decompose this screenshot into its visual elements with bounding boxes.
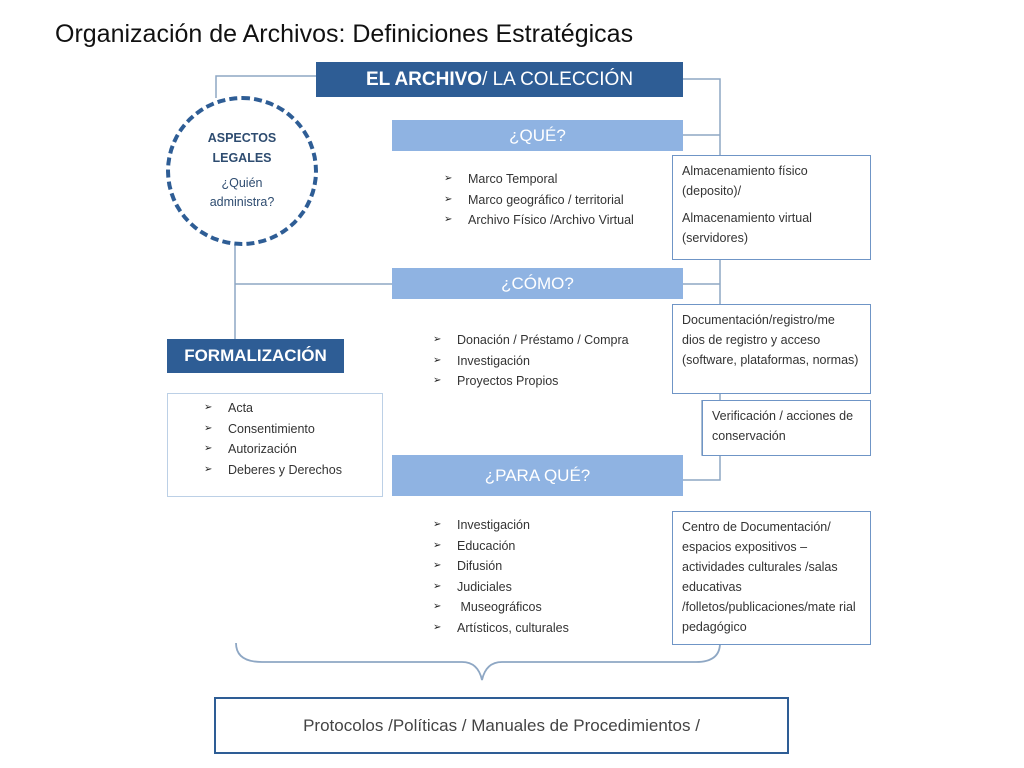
list-item: ➢Deberes y Derechos	[204, 460, 382, 481]
slide-title: Organización de Archivos: Definiciones E…	[55, 20, 634, 48]
formalizacion-title: FORMALIZACIÓN	[184, 346, 327, 365]
documentation-box: Documentación/registro/me dios de regist…	[672, 304, 871, 394]
list-item: ➢Acta	[204, 398, 382, 419]
arrow-bullet-icon: ➢	[433, 334, 442, 345]
procedures-box: Protocolos /Políticas / Manuales de Proc…	[214, 697, 789, 754]
que-bar: ¿QUÉ?	[392, 120, 683, 151]
como-list: ➢Donación / Préstamo / Compra ➢Investiga…	[433, 330, 663, 392]
arrow-bullet-icon: ➢	[433, 580, 442, 592]
list-item: ➢Educación	[433, 536, 663, 557]
para-que-title: ¿PARA QUÉ?	[484, 465, 591, 485]
arrow-bullet-icon: ➢	[204, 402, 213, 413]
storage-physical: Almacenamiento físico (deposito)/	[682, 164, 808, 198]
arrow-bullet-icon: ➢	[444, 173, 453, 184]
arrow-bullet-icon: ➢	[444, 214, 453, 225]
list-item: ➢Judiciales	[433, 577, 663, 598]
list-item: ➢Difusión	[433, 556, 663, 577]
list-item: ➢ Museográficos	[433, 597, 663, 618]
list-item: ➢Investigación	[433, 515, 663, 536]
verification-text: Verificación / acciones de conservación	[712, 409, 854, 443]
para-que-bar: ¿PARA QUÉ?	[392, 455, 683, 496]
formalizacion-list: ➢Acta ➢Consentimiento ➢Autorización ➢Deb…	[204, 398, 382, 480]
list-item: ➢Consentimiento	[204, 419, 382, 440]
storage-virtual: Almacenamiento virtual (servidores)	[682, 211, 812, 245]
arrow-bullet-icon: ➢	[204, 443, 213, 454]
que-list: ➢Marco Temporal ➢Marco geográfico / terr…	[444, 169, 674, 231]
formalizacion-bar: FORMALIZACIÓN	[167, 339, 344, 373]
list-item: ➢Investigación	[433, 351, 663, 372]
para-que-list: ➢Investigación ➢Educación ➢Difusión ➢Jud…	[433, 515, 663, 638]
arrow-bullet-icon: ➢	[433, 539, 442, 551]
arrow-bullet-icon: ➢	[433, 375, 442, 386]
connector-right-trunk	[683, 78, 721, 481]
header-rest: / LA COLECCIÓN	[482, 68, 634, 90]
legal-aspects-circle: ASPECTOS LEGALES ¿Quién administra?	[166, 96, 318, 246]
como-bar: ¿CÓMO?	[392, 268, 683, 299]
formalizacion-box: ➢Acta ➢Consentimiento ➢Autorización ➢Deb…	[167, 393, 383, 497]
arrow-bullet-icon: ➢	[204, 422, 213, 434]
header-archivo-coleccion: EL ARCHIVO / LA COLECCIÓN	[316, 62, 683, 97]
legal-line1: ASPECTOS	[207, 131, 277, 146]
list-item: ➢Autorización	[204, 439, 382, 460]
arrow-bullet-icon: ➢	[433, 621, 442, 633]
list-item: ➢Donación / Préstamo / Compra	[433, 330, 663, 351]
arrow-bullet-icon: ➢	[444, 193, 453, 205]
documentation-text: Documentación/registro/me dios de regist…	[682, 313, 859, 367]
que-title: ¿QUÉ?	[509, 125, 566, 145]
list-item: ➢Artísticos, culturales	[433, 618, 663, 639]
storage-box: Almacenamiento físico (deposito)/ Almace…	[672, 155, 871, 260]
legal-line3: ¿Quién	[221, 176, 263, 190]
list-item: ➢Marco geográfico / territorial	[444, 190, 674, 211]
list-item: ➢Archivo Físico /Archivo Virtual	[444, 210, 674, 231]
arrow-bullet-icon: ➢	[433, 560, 442, 571]
arrow-bullet-icon: ➢	[433, 354, 442, 366]
verification-box: Verificación / acciones de conservación	[702, 400, 871, 456]
connector-left-trunk	[215, 75, 316, 98]
curly-brace	[235, 642, 721, 681]
list-item: ➢Marco Temporal	[444, 169, 674, 190]
arrow-bullet-icon: ➢	[204, 463, 213, 475]
list-item: ➢Proyectos Propios	[433, 371, 663, 392]
legal-line2: LEGALES	[212, 150, 272, 165]
documentation-center-text: Centro de Documentación/ espacios exposi…	[682, 520, 856, 634]
legal-line4: administra?	[209, 195, 275, 210]
procedures-text: Protocolos /Políticas / Manuales de Proc…	[303, 715, 700, 735]
header-bold: EL ARCHIVO	[365, 68, 483, 90]
arrow-bullet-icon: ➢	[433, 601, 442, 612]
documentation-center-box: Centro de Documentación/ espacios exposi…	[672, 511, 871, 645]
arrow-bullet-icon: ➢	[433, 519, 442, 530]
como-title: ¿CÓMO?	[501, 273, 574, 293]
